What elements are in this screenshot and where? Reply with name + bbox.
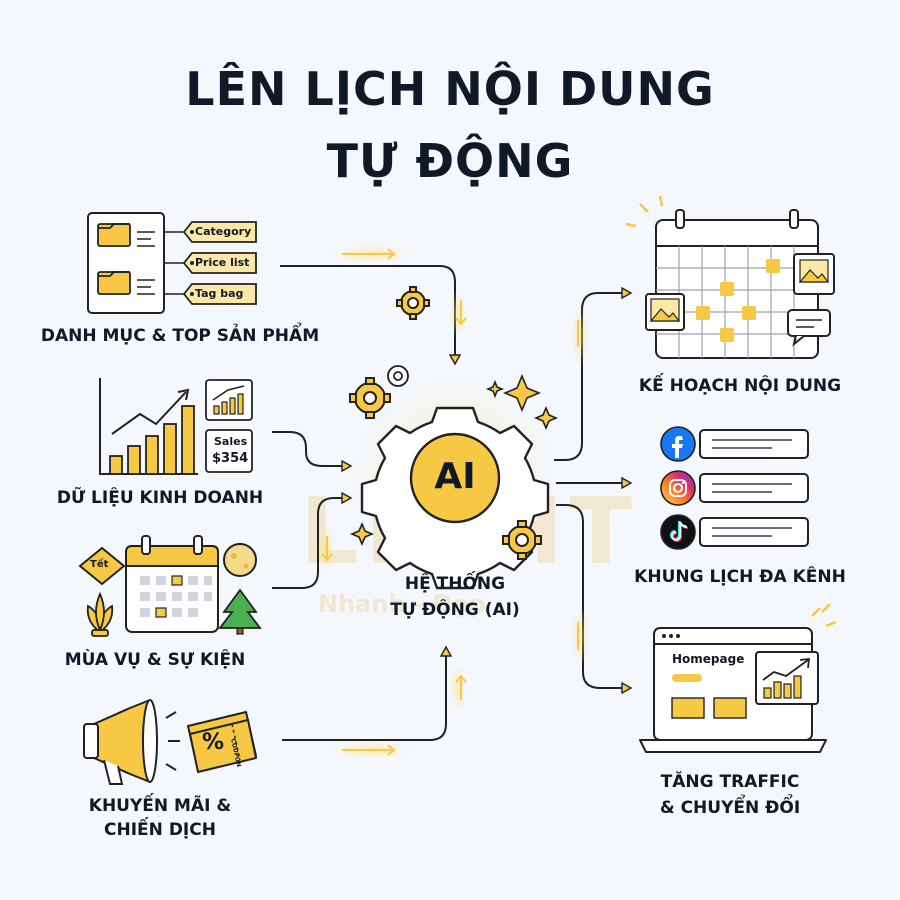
connector-seasons [272,498,350,589]
connector-catalog [280,265,455,363]
photo-card-icon [645,293,685,331]
moon-icon [223,543,257,577]
lotus-icon [86,591,114,637]
megaphone-icon [83,699,180,785]
right-gear-icon [502,520,542,560]
tag-price-list: Price list [195,256,250,269]
flow-dashes [321,248,579,756]
connector-traffic [556,504,630,688]
label-promotions-line1: KHUYẾN MÃI & [88,796,232,816]
seasons-illustration [78,535,262,637]
tag-tag-bag: Tag bag [195,287,244,300]
traffic-illustration [639,603,837,753]
label-center-line1: HỆ THỐNG [404,574,506,594]
coupon-icon [187,711,257,773]
label-promotions-line2: CHIẾN DỊCH [104,820,216,840]
tiktok-icon [660,514,696,550]
promotions-illustration [83,699,257,785]
small-gear-outline-icon [387,365,409,387]
connector-plan [554,293,630,461]
label-traffic-line2: & CHUYỂN ĐỔI [659,798,801,818]
ai-badge: AI [434,456,476,497]
label-traffic-line1: TĂNG TRAFFIC [660,772,800,792]
business-chart-illustration [99,378,253,475]
label-seasons: MÙA VỤ & SỰ KIỆN [64,650,246,670]
pine-tree-icon [218,588,262,635]
connector-promo [282,648,446,741]
top-gear-icon [396,286,430,320]
label-business-data: DỮ LIỆU KINH DOANH [56,488,264,508]
ai-system [349,286,559,590]
connector-business [272,431,350,466]
coupon-percent: % [202,730,225,755]
sales-value: $354 [212,451,249,466]
traffic-chart-card [755,651,819,705]
catalog-illustration [87,212,257,314]
homepage-label: Homepage [672,652,745,666]
small-gear-icon [349,377,391,419]
tet-badge-label: Tết [90,559,109,570]
label-center-line2: TỰ ĐỘNG (AI) [390,600,520,620]
channels-illustration [660,426,809,550]
page-title-line1: LÊN LỊCH NỘI DUNG [185,62,715,116]
label-catalog: DANH MỤC & TOP SẢN PHẨM [40,326,320,346]
tet-badge-icon [78,546,126,586]
watermark-tagline: Nhanh - Đẹp [318,590,486,618]
tag-category: Category [195,225,252,238]
sparkle-icon [349,373,559,547]
instagram-icon [660,470,696,506]
label-content-plan: KẾ HOẠCH NỘI DUNG [638,376,842,396]
chat-bubble-icon [787,309,831,347]
connectors [272,265,630,741]
content-plan-illustration [625,195,835,359]
sales-label: Sales [214,435,248,448]
page-title-line2: TỰ ĐỘNG [326,134,574,188]
label-channels: KHUNG LỊCH ĐA KÊNH [634,567,846,587]
image-card-icon [793,253,835,295]
